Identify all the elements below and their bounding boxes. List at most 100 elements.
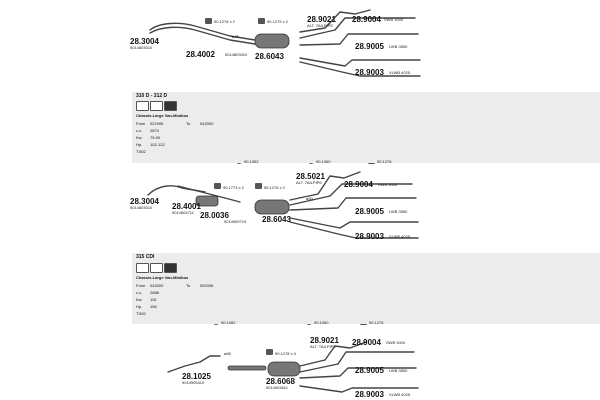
ring-label: 90.1082 (221, 320, 236, 325)
part-note: XLWB 4025 (389, 70, 411, 75)
part-oe-number: 9014903611 (266, 385, 288, 390)
part-number[interactable]: 28.5021 (296, 172, 325, 181)
oe-label: 5014803010 (225, 52, 248, 57)
part-number[interactable]: 28.9005 (355, 42, 384, 51)
tailpipe-drawing (289, 171, 361, 201)
minibus-vehicle-icon (164, 263, 177, 273)
ring-label: 90.1360 (316, 159, 331, 164)
diameter-label: ø65 (224, 351, 231, 356)
info-row-cc: c.c.2688 (136, 290, 159, 295)
clamp-label: 90.1278 x 2 (214, 19, 235, 24)
clamp-label: 90.1276 (369, 320, 384, 325)
tailpipe-xlwb-drawing (289, 217, 419, 229)
part-number[interactable]: 28.9005 (355, 366, 384, 375)
part-number[interactable]: 28.6043 (255, 52, 284, 61)
front-pipe-drawing (149, 22, 256, 41)
muffler-drawing (254, 33, 290, 49)
tailpipe-swb-drawing (299, 351, 415, 373)
minibus-vehicle-icon (164, 101, 177, 111)
part-number[interactable]: 28.9003 (355, 390, 384, 399)
tailpipe-xlwb-drawing (299, 57, 421, 67)
part-number[interactable]: 28.9005 (355, 207, 384, 216)
part-note: ALT. TAILPIPE (307, 23, 334, 28)
info-row-cc: c.c.2874 (136, 128, 159, 133)
ring-label: 90.1060 (314, 320, 329, 325)
front-pipe-drawing-2 (149, 26, 256, 45)
vehicle-info-band (132, 253, 600, 324)
part-number[interactable]: 28.9003 (355, 68, 384, 77)
catalyst-drawing (195, 195, 219, 207)
clamp-icon (255, 183, 262, 189)
front-pipe-drawing (147, 185, 206, 196)
tailpipe-drawing (299, 341, 367, 367)
part-number[interactable]: 28.3004 (130, 37, 159, 46)
part-number[interactable]: 28.6068 (266, 377, 295, 386)
part-number[interactable]: 28.9004 (352, 15, 381, 24)
mid-pipe-drawing (227, 365, 267, 371)
tailpipe-lwb-drawing (299, 33, 419, 46)
info-row-kw: Kw.115 (136, 297, 157, 302)
chassis-vehicle-icon (136, 101, 149, 111)
part-note: LWB 3550 (389, 209, 408, 214)
part-oe-number: 5014803010 (130, 205, 153, 210)
clamp-label: 55.1276 x 2 (264, 185, 285, 190)
ring-label: 90.1352 (244, 159, 259, 164)
clamp-label: 90.1773 x 2 (223, 185, 244, 190)
part-note: XLWB 4025 (389, 392, 411, 397)
part-note: LWB 3550 (389, 368, 408, 373)
diameter-label: ø60 (306, 196, 313, 201)
info-row-kw: Kw.75-90 (136, 135, 161, 140)
part-number[interactable]: 28.9021 (307, 15, 336, 24)
tailpipe-drawing (299, 9, 371, 33)
clamp-label: 90.1278 x 4 (275, 351, 296, 356)
part-number[interactable]: 28.0036 (200, 211, 229, 220)
part-oe-number: 9014900719 (224, 219, 247, 224)
part-note: SWB 3000 (386, 340, 406, 345)
tailpipe-alt-drawing (299, 61, 421, 77)
part-number[interactable]: 28.3004 (130, 197, 159, 206)
muffler-drawing (254, 199, 290, 215)
tailpipe-lwb-drawing (289, 197, 417, 211)
diameter-label: ø65 (232, 34, 239, 39)
tailpipe-swb-drawing (289, 183, 413, 206)
clamp-label: 55.1276 (377, 159, 392, 164)
clamp-label: 90.1279 x 2 (267, 19, 288, 24)
part-number[interactable]: 28.6043 (262, 215, 291, 224)
part-number[interactable]: 28.9004 (344, 180, 373, 189)
part-oe-number: 5014803010 (130, 45, 153, 50)
large-van-vehicle-icon (150, 263, 163, 273)
catalog-code: T.502 (136, 149, 146, 154)
body-type: Chassis-Large Van-Minibus (136, 275, 189, 280)
part-number[interactable]: 28.4002 (186, 50, 215, 59)
vehicle-info-band (132, 92, 600, 163)
part-number[interactable]: 28.9021 (310, 336, 339, 345)
part-note: XLWB 4025 (389, 234, 411, 239)
model-title: 315 CDI (136, 254, 155, 260)
muffler-drawing (267, 361, 301, 377)
part-number[interactable]: 28.9004 (352, 338, 381, 347)
clamp-icon (258, 18, 265, 24)
part-oe-number: 9014804711 (172, 210, 194, 215)
tailpipe-swb-drawing (299, 17, 416, 39)
part-note: ALT. TAILPIPE (310, 344, 337, 349)
tailpipe-lwb-drawing (299, 367, 417, 379)
tailpipe-xlwb-drawing (299, 385, 419, 393)
chassis-vehicle-icon (136, 263, 149, 273)
large-van-vehicle-icon (150, 101, 163, 111)
part-note: SWB 3000 (378, 182, 398, 187)
part-note: SWB 3000 (384, 17, 404, 22)
part-note: LWB 3550 (389, 44, 408, 49)
part-number[interactable]: 28.9003 (355, 232, 384, 241)
info-row-hp: Hp.156 (136, 304, 157, 309)
part-number[interactable]: 28.1025 (182, 372, 211, 381)
clamp-icon (214, 183, 221, 189)
info-row-hp: Hp.102-122 (136, 142, 165, 147)
part-oe-number: 9014905410 (182, 380, 205, 385)
part-note: ALT. TAILPIPE (296, 180, 323, 185)
clamp-icon (205, 18, 212, 24)
part-number[interactable]: 28.4001 (172, 202, 201, 211)
model-title: 310 D - 312 D (136, 93, 168, 99)
